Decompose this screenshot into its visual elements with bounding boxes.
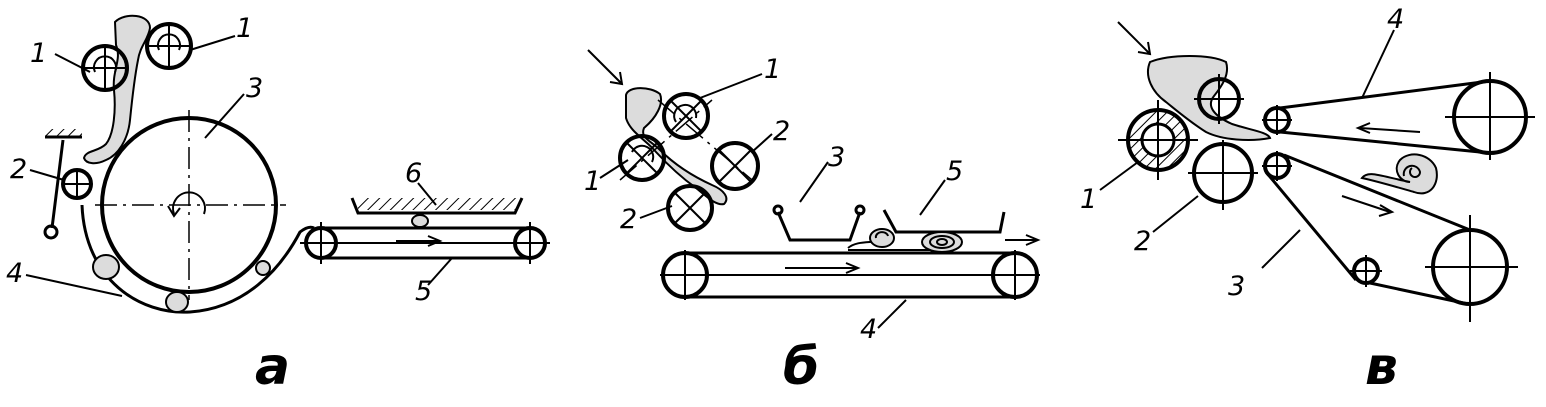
label-b-1-top: 1	[764, 54, 781, 85]
dough-piece	[165, 291, 189, 313]
feed-roller-a-left	[81, 44, 129, 92]
label-b-2-right: 2	[773, 116, 790, 147]
dough-piece	[255, 260, 271, 276]
label-c-2: 2	[1134, 226, 1151, 257]
roller-c-top	[1194, 74, 1244, 124]
label-b-4: 4	[860, 314, 877, 345]
conveyor-b	[660, 250, 1040, 300]
label-a-6: 6	[405, 158, 422, 189]
roller-c-hatched	[1118, 100, 1198, 180]
roller-b-bottom	[666, 184, 714, 232]
press-roller-a	[43, 129, 93, 240]
label-a-1-right: 1	[236, 13, 253, 44]
label-a-5: 5	[415, 276, 432, 307]
guide-shell-a	[80, 204, 315, 314]
label-b-3: 3	[828, 142, 845, 173]
label-b-5: 5	[946, 156, 963, 187]
roller-c-2	[1188, 140, 1258, 210]
caption-a: а	[255, 337, 290, 397]
label-a-1-left: 1	[30, 38, 47, 69]
roller-b-right	[710, 141, 760, 191]
conveyor-a	[300, 222, 550, 264]
label-a-2: 2	[10, 154, 27, 185]
pressing-board-b	[882, 209, 1006, 234]
lower-belt-c	[1262, 151, 1518, 322]
dough-piece	[411, 214, 429, 228]
caption-b: б	[783, 337, 819, 397]
label-c-4: 4	[1387, 4, 1404, 35]
label-c-3: 3	[1228, 271, 1245, 302]
forming-drum-a	[95, 110, 286, 300]
dough-piece	[92, 254, 120, 280]
label-b-1-left: 1	[584, 166, 601, 197]
label-b-2-bottom: 2	[620, 204, 637, 235]
panel-c: 1 2 3 4 в	[1080, 4, 1535, 397]
panel-b: 1 1 2 2 3 4 5 б	[584, 49, 1041, 397]
label-c-1: 1	[1080, 184, 1097, 215]
pressing-plate-a	[350, 197, 524, 228]
roller-b-top	[662, 92, 710, 140]
curling-net-b	[776, 211, 862, 242]
feed-roller-a-right	[145, 22, 193, 70]
dough-mass-a	[82, 14, 152, 165]
panel-a: 1 1 2 3 4 5 6 а	[6, 13, 550, 397]
label-a-4: 4	[6, 258, 23, 289]
rolled-dough	[869, 228, 895, 248]
upper-belt-c	[1262, 72, 1535, 160]
rolled-dough-c	[1360, 153, 1438, 195]
caption-c: в	[1365, 337, 1398, 397]
label-a-3: 3	[246, 73, 263, 104]
roller-b-left	[618, 134, 666, 182]
